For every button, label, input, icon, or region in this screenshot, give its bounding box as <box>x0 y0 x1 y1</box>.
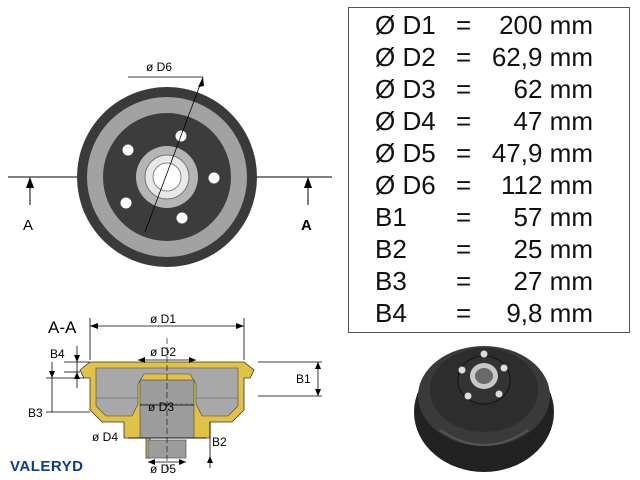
spec-key: B2 <box>375 234 407 264</box>
spec-key: Ø D3 <box>375 74 436 104</box>
label-d4: ø D4 <box>92 430 118 444</box>
spec-row: Ø D6 = 112 mm <box>349 169 631 202</box>
brand-logo: VALERYD <box>10 458 84 475</box>
label-b2: B2 <box>212 435 227 449</box>
drum-section-cavity <box>95 367 239 417</box>
spec-row: B3 = 27 mm <box>349 265 631 298</box>
hub-center <box>152 162 182 192</box>
spec-value: 62 mm <box>513 74 593 104</box>
bolt-hole <box>120 197 132 209</box>
label-d5: ø D5 <box>150 462 176 476</box>
spec-key: Ø D2 <box>375 42 436 72</box>
spec-value: 25 mm <box>513 234 593 264</box>
spec-row: B1 = 57 mm <box>349 201 631 234</box>
spec-value: 112 mm <box>501 170 593 200</box>
label-d3: ø D3 <box>148 400 174 414</box>
label-d6: ø D6 <box>146 60 172 74</box>
arrow-up-icon <box>26 177 34 188</box>
arrow-up-icon <box>304 177 312 188</box>
spec-value: 57 mm <box>513 202 593 232</box>
spec-table: Ø D1 = 200 mm Ø D2 = 62,9 mm Ø D3 = 62 mm Ø D4 = 47… <box>348 7 630 333</box>
d6-leader <box>144 76 204 233</box>
spec-equals: = <box>456 74 472 104</box>
spec-equals: = <box>456 106 472 136</box>
label-d2: ø D2 <box>150 345 176 359</box>
spec-key: B1 <box>375 202 407 232</box>
spec-row: B2 = 25 mm <box>349 233 631 266</box>
label-b4: B4 <box>50 347 65 361</box>
label-b1: B1 <box>296 372 311 386</box>
spec-equals: = <box>456 10 472 40</box>
spec-key: Ø D6 <box>375 170 436 200</box>
spec-value: 200 mm <box>499 10 593 40</box>
label-b3: B3 <box>28 406 43 420</box>
spec-equals: = <box>456 42 472 72</box>
spec-row: Ø D5 = 47,9 mm <box>349 137 631 170</box>
spec-row: Ø D3 = 62 mm <box>349 73 631 106</box>
bolt-hole <box>208 172 220 184</box>
spec-key: B3 <box>375 266 407 296</box>
spec-row: Ø D4 = 47 mm <box>349 105 631 138</box>
spec-value: 47,9 mm <box>491 138 593 168</box>
spec-key: Ø D5 <box>375 138 436 168</box>
brake-drum-photo <box>414 346 554 472</box>
spec-key: B4 <box>375 298 407 328</box>
spec-equals: = <box>456 266 472 296</box>
spec-value: 9,8 mm <box>506 298 593 328</box>
front-view: ø D6 A A <box>8 60 332 267</box>
label-d1: ø D1 <box>150 312 176 326</box>
spec-row: B4 = 9,8 mm <box>349 297 631 330</box>
spec-equals: = <box>456 138 472 168</box>
spec-row: Ø D2 = 62,9 mm <box>349 41 631 74</box>
label-section-a-left: A <box>23 217 33 234</box>
spec-value: 47 mm <box>513 106 593 136</box>
spec-row: Ø D1 = 200 mm <box>349 9 631 42</box>
spec-key: Ø D4 <box>375 106 436 136</box>
spec-equals: = <box>456 234 472 264</box>
bolt-hole <box>176 212 188 224</box>
label-section-title: A-A <box>48 318 77 337</box>
spec-key: Ø D1 <box>375 10 436 40</box>
spec-equals: = <box>456 298 472 328</box>
spec-equals: = <box>456 202 472 232</box>
spec-equals: = <box>456 170 472 200</box>
bolt-hole <box>122 144 134 156</box>
spec-value: 27 mm <box>513 266 593 296</box>
section-view: A-A ø D1 ø D2 ø D3 ø D4 ø D5 <box>28 312 322 476</box>
label-section-a-right: A <box>301 217 312 234</box>
spec-value: 62,9 mm <box>491 42 593 72</box>
